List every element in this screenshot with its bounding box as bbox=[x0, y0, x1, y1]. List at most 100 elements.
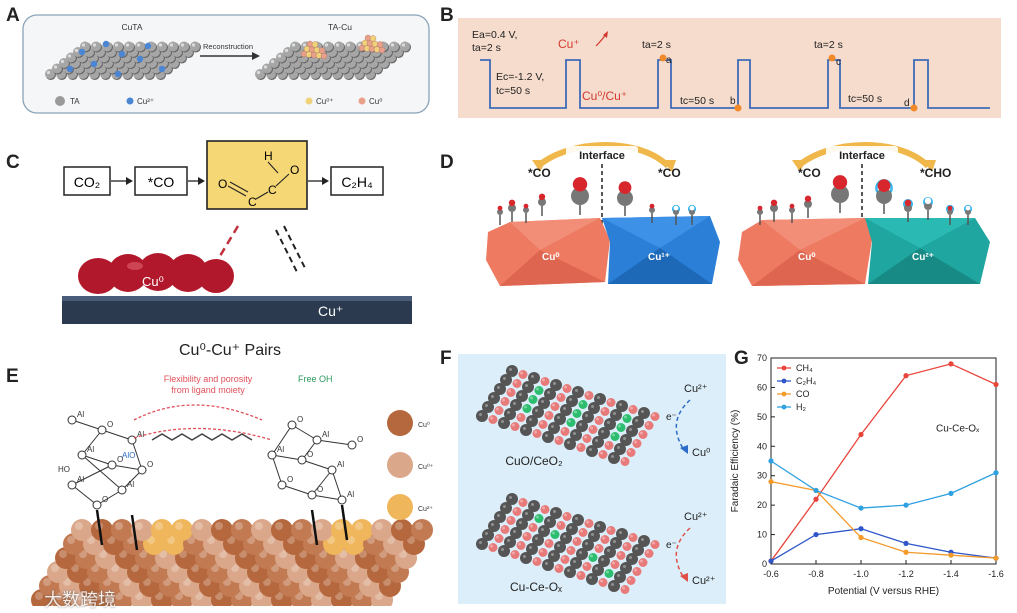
legend-cu2: Cu²⁺ bbox=[137, 97, 154, 106]
label-d: d bbox=[904, 98, 910, 109]
legend-cud-ball bbox=[387, 452, 413, 478]
svg-text:Al: Al bbox=[277, 445, 284, 454]
anodic-time: ta=2 s bbox=[472, 42, 501, 54]
top-cu0-label: Cu⁰ bbox=[692, 447, 711, 459]
legend-cu2-ball bbox=[387, 494, 413, 520]
panel-b-figure: Ea=0.4 V, ta=2 s Ec=-1.2 V, tc=50 s Cu⁺ … bbox=[458, 18, 1001, 118]
data-point-c2h4 bbox=[768, 558, 774, 564]
cho-label-right: *CHO bbox=[920, 166, 951, 180]
legend-label-co: CO bbox=[796, 389, 810, 399]
ta-label-1: ta=2 s bbox=[642, 39, 671, 51]
legend-cud: Cu⁰⁺ bbox=[316, 97, 334, 106]
y-tick-label: 70 bbox=[757, 353, 767, 363]
panel-d-label: D bbox=[440, 152, 454, 173]
x-tick-label: -1.4 bbox=[943, 569, 959, 579]
svg-text:AlO: AlO bbox=[122, 451, 135, 460]
point-c bbox=[828, 54, 836, 62]
label-c: c bbox=[836, 57, 841, 68]
panel-e-label: E bbox=[6, 366, 19, 387]
legend-cud-text: Cu⁰⁺ bbox=[418, 463, 434, 471]
cu-plus-label: Cu⁺ bbox=[558, 37, 580, 51]
data-point-c2h4 bbox=[858, 526, 864, 532]
chart-inset-label: Cu-Ce-Oₓ bbox=[936, 424, 980, 435]
panel-c-figure: CO₂ *CO H O O C C C₂H₄ Cu⁰ Cu⁺ Cu⁰-Cu⁺ P… bbox=[62, 140, 412, 359]
intermediate-box bbox=[206, 140, 308, 210]
point-d bbox=[910, 104, 918, 112]
top-electron: e⁻ bbox=[666, 412, 677, 423]
top-cu2-label: Cu²⁺ bbox=[684, 383, 708, 395]
cu-plus-substrate-label: Cu⁺ bbox=[318, 303, 343, 319]
x-axis-label: Potential (V versus RHE) bbox=[828, 586, 939, 597]
legend-label-c2h4: C₂H₄ bbox=[796, 376, 816, 386]
svg-text:O: O bbox=[297, 415, 303, 424]
svg-text:Al: Al bbox=[87, 445, 94, 454]
cu0-label-right: Cu⁰ bbox=[798, 252, 815, 263]
data-point-ch4 bbox=[993, 381, 999, 388]
svg-text:Al: Al bbox=[127, 480, 134, 489]
co-box bbox=[134, 166, 188, 196]
legend-marker-h2 bbox=[781, 404, 787, 410]
o-atom-left: O bbox=[218, 177, 227, 191]
y-tick-label: 40 bbox=[757, 441, 767, 451]
reconstruction-label: Reconstruction bbox=[203, 42, 253, 51]
data-point-ch4 bbox=[903, 373, 909, 379]
c2h4-box bbox=[330, 166, 384, 196]
svg-text:O: O bbox=[147, 460, 153, 469]
legend-marker-co bbox=[781, 391, 787, 397]
c-atom-right: C bbox=[268, 183, 277, 197]
svg-text:O: O bbox=[102, 495, 108, 504]
panel-f-figure: CuO/CeO₂ Cu-Ce-Oₓ Cu²⁺ e⁻ Cu⁰ Cu²⁺ e⁻ Cu… bbox=[458, 354, 726, 604]
x-tick-label: -0.6 bbox=[763, 569, 779, 579]
cu0-label: Cu⁰ bbox=[142, 274, 164, 289]
data-point-ch4 bbox=[858, 431, 864, 438]
cu-pairs-caption: Cu⁰-Cu⁺ Pairs bbox=[179, 342, 281, 359]
data-point-ch4 bbox=[948, 361, 954, 367]
svg-text:Al: Al bbox=[77, 410, 84, 419]
data-point-h2 bbox=[813, 487, 819, 494]
series-line-co bbox=[770, 480, 997, 559]
cu0-label-left: Cu⁰ bbox=[542, 252, 559, 263]
adsorbates-right bbox=[757, 175, 973, 225]
label-b: b bbox=[730, 96, 736, 107]
cuta-slab bbox=[45, 40, 201, 80]
data-point-h2 bbox=[993, 470, 999, 476]
plot-frame bbox=[770, 357, 997, 565]
co2-text: CO₂ bbox=[74, 174, 100, 190]
data-point-h2 bbox=[948, 490, 954, 496]
data-point-c2h4 bbox=[903, 540, 909, 546]
cathodic-potential: Ec=-1.2 V, bbox=[496, 71, 544, 83]
svg-text:HO: HO bbox=[58, 465, 70, 474]
legend-cu0-ball bbox=[387, 410, 413, 436]
cu0-crystal-left bbox=[486, 218, 610, 286]
co-label-left-1: *CO bbox=[528, 166, 551, 180]
bottom-cu2-label-a: Cu²⁺ bbox=[684, 511, 708, 523]
interface-label-right: Interface bbox=[839, 150, 885, 162]
co-label-right: *CO bbox=[798, 166, 821, 180]
anodic-potential: Ea=0.4 V, bbox=[472, 29, 517, 41]
cuo-ceo2-slab bbox=[476, 365, 660, 466]
data-point-h2 bbox=[768, 458, 774, 464]
cuo-ceo2-label: CuO/CeO₂ bbox=[505, 454, 563, 468]
series-line-c2h4 bbox=[770, 528, 997, 562]
x-tick-label: -1.0 bbox=[853, 569, 869, 579]
panel-d-figure: Interface *CO *CO Cu⁰ Cu¹⁺ Interface *CO… bbox=[486, 142, 990, 286]
panel-a-figure: CuTA TA-Cu Reconstruction TA Cu²⁺ Cu⁰⁺ C… bbox=[22, 14, 430, 114]
series-line-h2 bbox=[770, 460, 997, 509]
flexibility-label-2: from ligand moiety bbox=[171, 385, 245, 395]
faradaic-efficiency-chart: 010203040506070-0.6-0.8-1.0-1.2-1.4-1.6C… bbox=[730, 353, 1004, 597]
data-point-co bbox=[993, 555, 999, 561]
point-a bbox=[659, 54, 667, 62]
cu2-label: Cu²⁺ bbox=[912, 252, 934, 263]
x-tick-label: -1.6 bbox=[988, 569, 1004, 579]
svg-text:O: O bbox=[107, 420, 113, 429]
panel-b-label: B bbox=[440, 5, 454, 26]
legend-cu2-text: Cu²⁺ bbox=[418, 506, 433, 513]
svg-text:Al: Al bbox=[322, 430, 329, 439]
panel-g-label: G bbox=[734, 348, 749, 369]
h-atom: H bbox=[264, 149, 273, 163]
cu-ce-ox-label: Cu-Ce-Oₓ bbox=[510, 580, 562, 594]
cu0-cu-label: Cu⁰/Cu⁺ bbox=[582, 89, 627, 103]
legend-marker-ch4 bbox=[781, 365, 787, 371]
interface-label-left: Interface bbox=[579, 150, 625, 162]
ligand-chain bbox=[151, 433, 253, 441]
